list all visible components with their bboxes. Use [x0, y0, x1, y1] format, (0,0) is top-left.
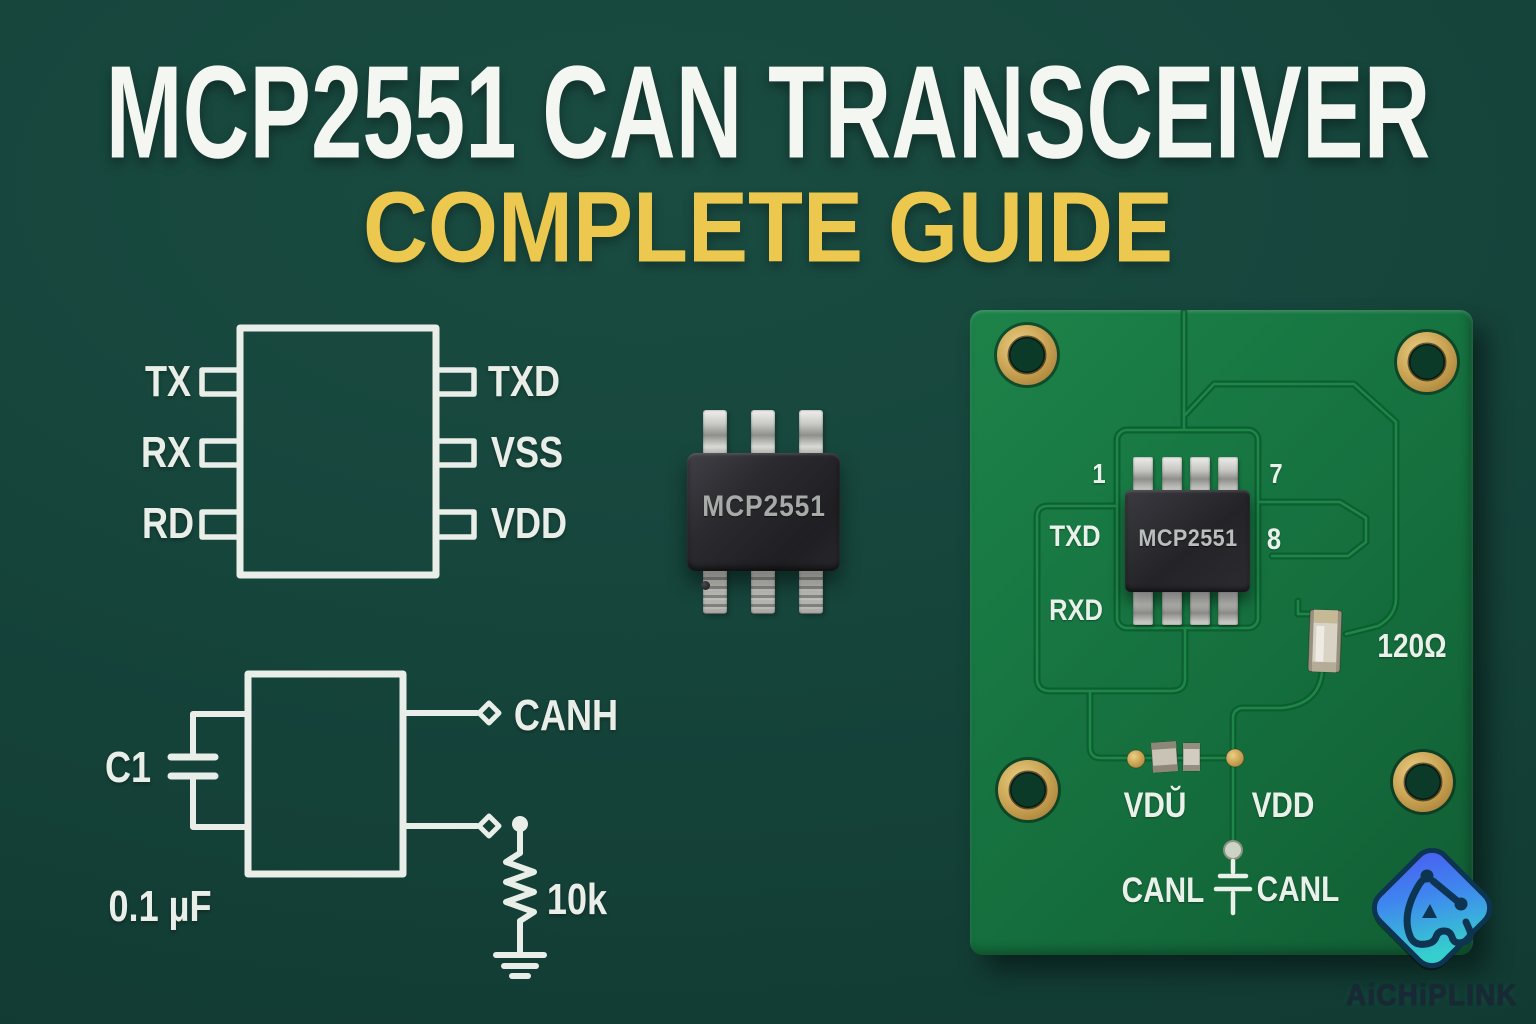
pcb-chip-pin	[1162, 457, 1182, 491]
mounting-holes	[994, 322, 1460, 823]
silk-pin7: 7	[1269, 458, 1283, 489]
pcb-chip-pin	[1218, 457, 1238, 491]
chip-marking: MCP2551	[701, 490, 826, 524]
cap-ref-label: C1	[104, 743, 152, 792]
silk-canl-right: CANL	[1256, 870, 1340, 909]
solder-pad	[1225, 748, 1245, 768]
silk-pin1: 1	[1092, 458, 1106, 489]
solder-pad	[1126, 749, 1146, 769]
canh-label: CANH	[513, 691, 619, 740]
pcb-chip-pin	[1218, 591, 1238, 625]
pin-label-vss: VSS	[490, 428, 564, 477]
pcb-photo: MCP2551 1 7 TXD 8 RXD 120Ω VDŬ VDD CANL …	[970, 310, 1473, 955]
via	[1223, 840, 1243, 860]
logo-a-glyph	[1403, 869, 1474, 948]
page-title: MCP2551 CAN TRANSCEIVER	[105, 38, 1431, 186]
smd-resistor-120ohm	[1307, 609, 1343, 673]
pcb-chip-pin	[1190, 591, 1210, 625]
pin-label-rx: RX	[140, 428, 192, 477]
brand-logo	[1371, 847, 1493, 971]
pcb-chip-pin	[1190, 457, 1210, 491]
chip-pin	[799, 568, 823, 614]
silk-rxd: RXD	[1049, 594, 1103, 627]
cap-silkscreen-icon	[1213, 858, 1253, 916]
chip-photo: MCP2551	[687, 410, 840, 614]
silk-vdd: VDD	[1251, 786, 1315, 825]
silk-canl-left: CANL	[1121, 871, 1205, 910]
chip-pin	[703, 568, 727, 614]
page-subtitle: COMPLETE GUIDE	[362, 171, 1174, 284]
smd-capacitors	[1126, 740, 1245, 860]
pin1-dimple	[701, 581, 710, 590]
mounting-hole	[994, 322, 1060, 388]
chip-body: MCP2551	[687, 453, 840, 590]
silk-pin8: 8	[1266, 523, 1282, 556]
resistor-icon	[503, 850, 537, 924]
cap-wire-bottom	[190, 776, 251, 830]
node-dot	[512, 816, 528, 832]
pcb-chip-pin	[1133, 591, 1153, 625]
terminal-icon	[476, 813, 502, 839]
chip-pin	[799, 410, 823, 456]
mounting-hole	[995, 757, 1061, 823]
pin-label-vdd: VDD	[490, 499, 568, 548]
pcb-chip-body: MCP2551	[1125, 490, 1250, 592]
ground-icon	[493, 952, 547, 979]
cap-wire-top	[190, 711, 251, 757]
chip-pin	[751, 410, 775, 456]
cap-value-label: 0.1 µF	[108, 882, 212, 931]
chip-pin	[703, 410, 727, 456]
terminal-icon	[476, 700, 502, 726]
silk-vdu: VDŬ	[1123, 786, 1187, 825]
pcb-art	[994, 310, 1460, 916]
pin-label-tx: TX	[144, 357, 192, 406]
pcb-chip-pin	[1162, 591, 1182, 625]
pin-label-txd: TXD	[487, 357, 561, 406]
mounting-hole	[1390, 749, 1456, 815]
mounting-hole	[1394, 329, 1460, 395]
brand-name: AiCHiPLINK	[1346, 979, 1518, 1012]
chip-pin	[751, 568, 775, 614]
silk-txd: TXD	[1049, 520, 1101, 553]
ic-symbol	[199, 324, 477, 579]
pcb-chip-pin	[1133, 457, 1153, 491]
resistor-value-label: 10k	[546, 875, 608, 924]
application-circuit	[167, 670, 547, 979]
pcb-chip-marking: MCP2551	[1137, 524, 1238, 552]
silk-120ohm: 120Ω	[1377, 627, 1447, 664]
pin-label-rd: RD	[141, 499, 195, 548]
